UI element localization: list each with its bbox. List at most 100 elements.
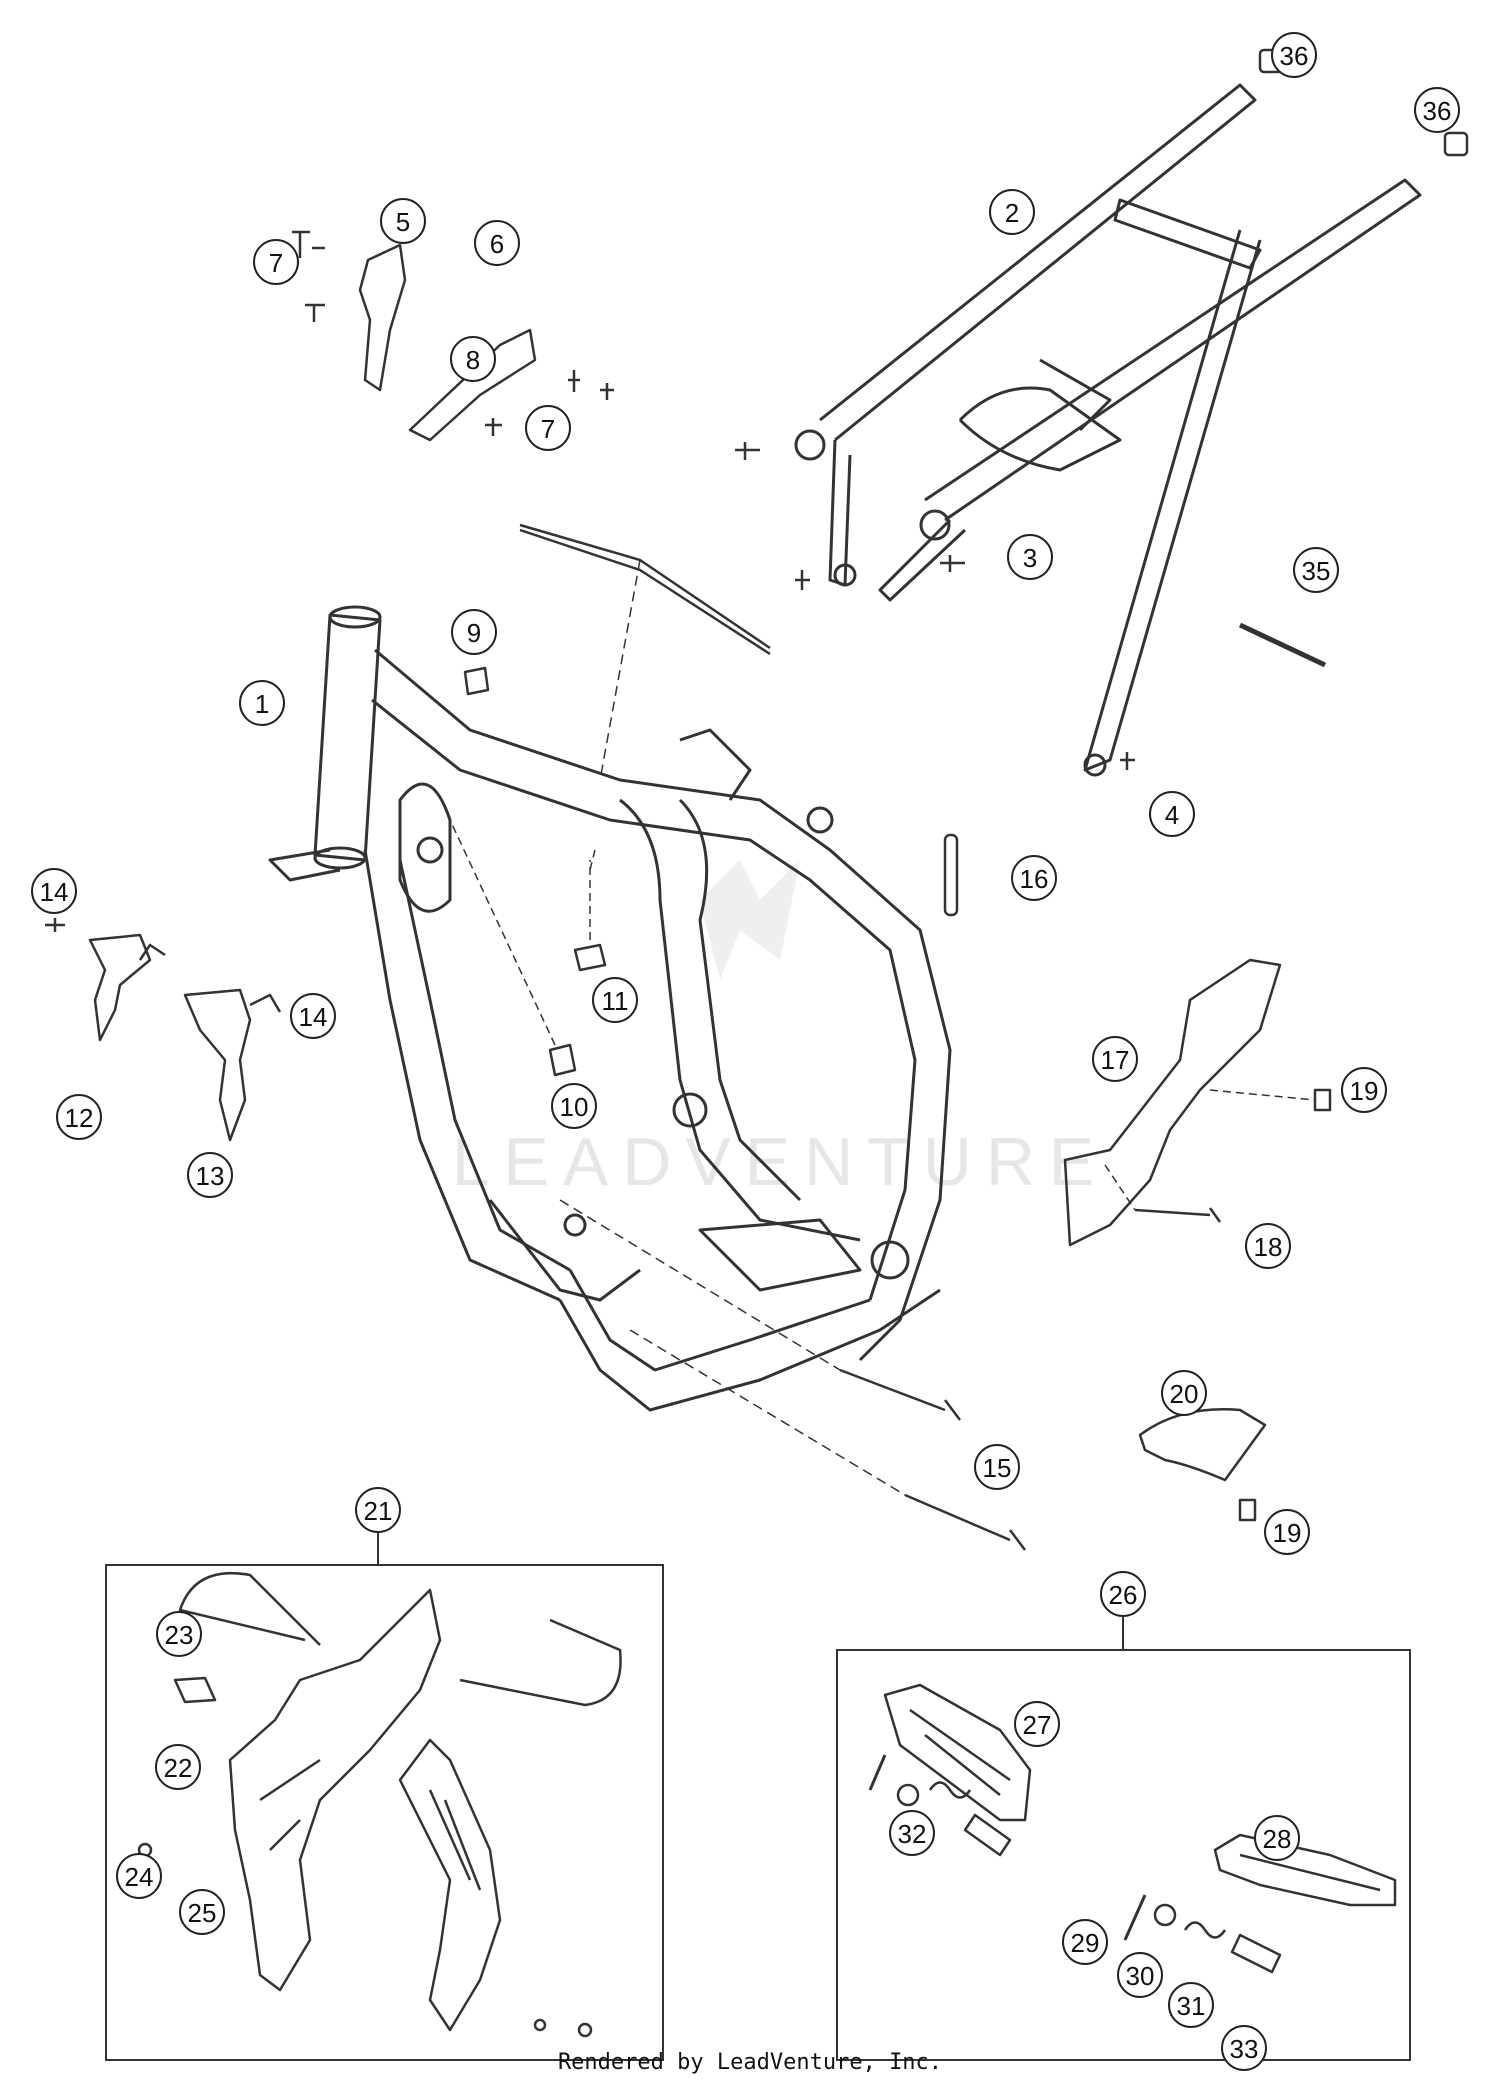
callout-label: 36 (1423, 96, 1452, 126)
callout-circle (253, 239, 299, 285)
callout-label: 4 (1165, 800, 1179, 830)
callout-circle (889, 1810, 935, 1856)
callout-6: 6 (474, 220, 520, 266)
bolt-15-b (904, 1493, 1026, 1551)
callout-label: 19 (1273, 1518, 1302, 1548)
callout-label: 19 (1350, 1076, 1379, 1106)
callout-circle (1341, 1067, 1387, 1113)
callout-circle (239, 680, 285, 726)
rear-subframe (794, 83, 1422, 777)
callout-label: 20 (1170, 1379, 1199, 1409)
callout-36: 36 (1271, 32, 1317, 78)
cable-tie-23-a (178, 1571, 321, 1646)
clip-11 (573, 943, 607, 972)
callout-12: 12 (56, 1094, 102, 1140)
bolt-7-b (305, 303, 325, 322)
group-26-box (836, 1617, 1411, 2061)
callout-circle (1168, 1982, 1214, 2028)
callout-circle (155, 1744, 201, 1790)
callout-label: 21 (364, 1496, 393, 1526)
callout-circle (1117, 1952, 1163, 1998)
callout-label: 32 (898, 1819, 927, 1849)
main-frame (268, 605, 952, 1412)
callout-circle (179, 1889, 225, 1935)
bolt-18 (1134, 1207, 1222, 1223)
guide-20 (1138, 1408, 1267, 1482)
callout-19: 19 (1264, 1509, 1310, 1555)
callout-label: 30 (1126, 1961, 1155, 1991)
callout-label: 7 (269, 248, 283, 278)
callout-label: 13 (196, 1161, 225, 1191)
washer-27 (896, 1783, 920, 1807)
callout-circle (1254, 1815, 1300, 1861)
group-21-box (105, 1532, 664, 2061)
callout-16: 16 (1011, 855, 1057, 901)
callout-circle (156, 1611, 202, 1657)
callout-label: 24 (125, 1862, 154, 1892)
callout-26: 26 (1100, 1571, 1146, 1617)
footer-credit: Rendered by LeadVenture, Inc. (557, 2050, 943, 2075)
callout-label: 33 (1230, 2034, 1259, 2064)
callout-18: 18 (1245, 1223, 1291, 1269)
pin-32 (963, 1813, 1012, 1857)
callout-36: 36 (1414, 87, 1460, 133)
bolt-4 (1120, 752, 1135, 770)
bracket-5 (358, 243, 407, 392)
callout-circle (1100, 1571, 1146, 1617)
plug-22 (173, 1676, 217, 1704)
callout-label: 8 (466, 345, 480, 375)
callout-32: 32 (889, 1810, 935, 1856)
callout-5: 5 (380, 198, 426, 244)
callout-circle (1414, 87, 1460, 133)
callout-label: 18 (1254, 1232, 1283, 1262)
callout-label: 27 (1023, 1710, 1052, 1740)
clip-9 (463, 666, 490, 696)
callout-circle (450, 336, 496, 382)
spring-31 (1183, 1921, 1227, 1939)
callout-29: 29 (1062, 1919, 1108, 1965)
watermark-text: LEADVENTURE (452, 1124, 1109, 1200)
pin-29 (1123, 1894, 1147, 1941)
callout-circle (551, 1083, 597, 1129)
callout-label: 25 (188, 1898, 217, 1928)
screw-19-a (1313, 1088, 1332, 1112)
callout-13: 13 (187, 1152, 233, 1198)
callout-circle (1161, 1370, 1207, 1416)
callout-35: 35 (1293, 547, 1339, 593)
bolt-7-c (568, 370, 580, 392)
protector-left (228, 1588, 442, 1992)
bolt-7-e (485, 418, 502, 436)
holder-12 (88, 933, 152, 1042)
callout-1: 1 (239, 680, 285, 726)
callout-14: 14 (31, 868, 77, 914)
callout-label: 2 (1005, 198, 1019, 228)
strap-16 (943, 833, 959, 917)
nut-36-b (1443, 131, 1469, 157)
pin-35 (1238, 622, 1327, 668)
callout-14: 14 (290, 993, 336, 1039)
frame-protectors (137, 1571, 622, 2038)
callout-17: 17 (1092, 1036, 1138, 1082)
cable-tie-23-b (459, 1618, 622, 1707)
callout-label: 14 (40, 877, 69, 907)
callout-label: 15 (983, 1453, 1012, 1483)
callout-28: 28 (1254, 1815, 1300, 1861)
callout-circle (1245, 1223, 1291, 1269)
callout-circle (974, 1444, 1020, 1490)
callout-label: 16 (1020, 864, 1049, 894)
callout-8: 8 (450, 336, 496, 382)
callout-label: 5 (396, 207, 410, 237)
callout-33: 33 (1221, 2025, 1267, 2071)
callout-2: 2 (989, 189, 1035, 235)
callout-circle (1007, 534, 1053, 580)
callout-31: 31 (1168, 1982, 1214, 2028)
screw-19-b (1238, 1498, 1257, 1522)
protector-right (398, 1738, 502, 2032)
washer-30 (1153, 1903, 1177, 1927)
bolt-3 (940, 555, 965, 572)
callout-circle (451, 609, 497, 655)
callout-label: 6 (490, 229, 504, 259)
callout-circle (989, 189, 1035, 235)
pin-33 (1230, 1933, 1282, 1974)
